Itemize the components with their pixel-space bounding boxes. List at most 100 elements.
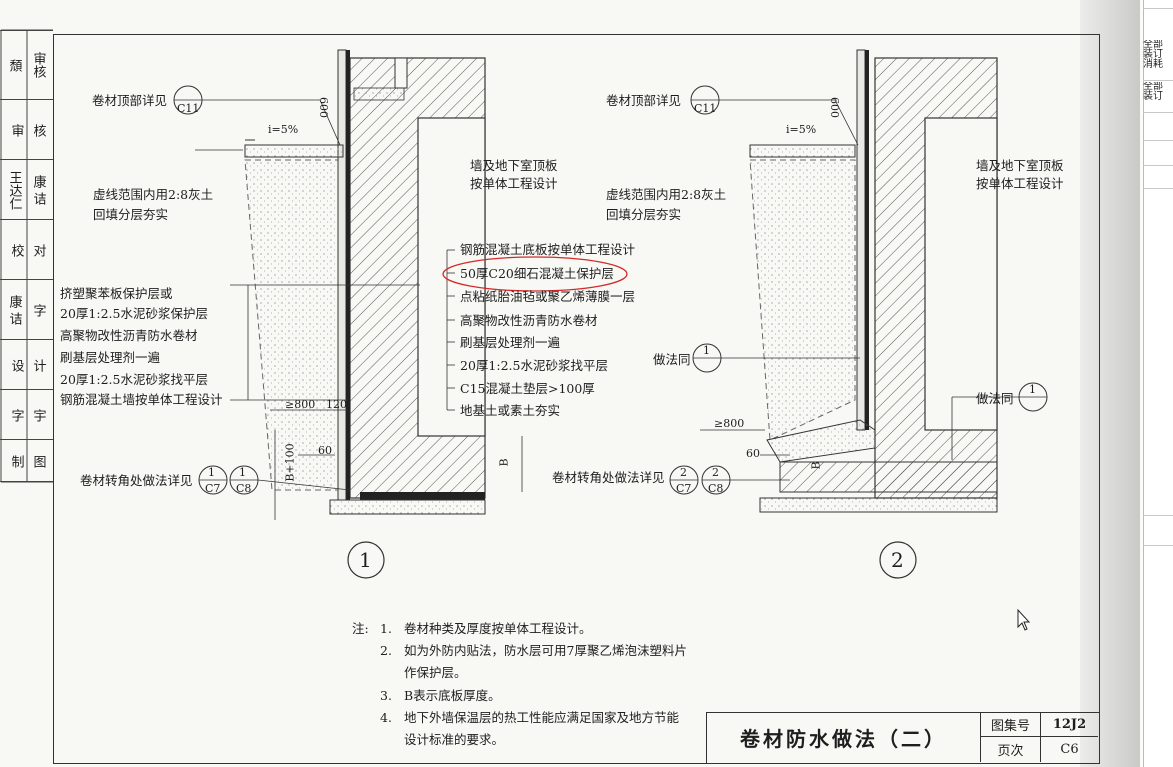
dim-b: B [497,458,511,467]
mouse-pointer-icon [1017,608,1031,631]
dim-600: 600 [317,97,330,118]
page-value: C6 [1060,742,1079,757]
backfill-note: 虚线范围内用2:8灰土 [606,187,727,202]
side-panel-divider [1143,188,1173,189]
side-panel-text: 全部 [1143,82,1163,92]
atlas-value: 12J2 [1041,713,1098,737]
wall-layer-label: 高聚物改性沥青防水卷材 [60,328,198,343]
side-panel-cell[interactable]: 全部 装订 [1143,82,1173,113]
floor-layer-label: 20厚1:2.5水泥砂浆找平层 [460,358,608,373]
drawing-frame [53,34,1100,764]
drawing-canvas [0,29,1048,631]
top-ref-label: 卷材顶部详见 [92,93,168,108]
wall-layer-label: 20厚1:2.5水泥砂浆保护层 [60,306,208,321]
corner-ref-num: 1 [208,466,215,479]
note-text: 如为外防内贴法，防水层可用7厚聚乙烯泡沫塑料片 [404,643,687,658]
dim-120: 120 [326,398,347,411]
strip-cell: 审 [8,123,24,137]
top-ref-label: 卷材顶部详见 [606,93,682,108]
signature-strip: 頹 审核 审 核 王达仁 康 诘 校 对 康 诘 字 设 计 字 宇 制 图 [0,30,53,482]
dim-b: B [809,461,823,470]
top-ref-code: C11 [694,102,717,115]
layer-leader-lines [446,249,455,411]
corner-ref-code: C7 [676,482,692,495]
side-panel-cell[interactable]: 全部 装订 消耗 [1143,40,1173,81]
detail-2-drawing [669,49,1048,579]
slope-label: i=5% [786,123,817,136]
strip-cell: 康 诘 [6,294,22,326]
corner-ref-num: 2 [712,466,719,479]
dim-60: 60 [318,444,332,457]
same-as-label: 做法同 [653,352,691,367]
corner-ref-label: 卷材转角处做法详见 [80,473,193,488]
detail-number: 2 [891,548,904,572]
wall-layer-label: 钢筋混凝土墙按单体工程设计 [60,392,223,407]
strip-cell: 设 [8,358,24,372]
floor-layer-label: 地基土或素土夯实 [460,403,561,418]
side-panel-text: 全部 [1143,40,1163,50]
wall-layer-label: 20厚1:2.5水泥砂浆找平层 [60,372,208,387]
strip-cell: 宇 [30,408,46,422]
corner-ref-code: C7 [205,482,221,495]
highlight-oval [442,256,628,292]
same-as-num: 1 [703,344,710,357]
detail-1-drawing [173,49,523,579]
strip-cell: 字 [8,408,24,422]
wall-layer-label: 刷基层处理剂一遍 [60,350,161,365]
top-ref-code: C11 [177,102,200,115]
corner-ref-code: C8 [236,482,252,495]
scan-edge-shadow [1080,0,1140,767]
floor-layer-label: 50厚C20细石混凝土保护层 [460,266,614,281]
note-number: 2. [380,643,392,658]
strip-cell: 頹 [6,58,22,72]
strip-cell: 字 [30,303,46,317]
corner-ref-label: 卷材转角处做法详见 [552,470,665,485]
side-panel-divider [1143,165,1173,166]
note-text: 地下外墙保温层的热工性能应满足国家及地方节能 [404,710,680,725]
note-text: 卷材种类及厚度按单体工程设计。 [404,621,592,636]
backfill-note: 回填分层夯实 [606,207,682,222]
strip-cell: 校 [8,243,24,257]
dim-800: ≥800 [285,398,316,411]
note-text: B表示底板厚度。 [404,688,501,703]
wall-layer-label: 挤塑聚苯板保护层或 [60,286,173,301]
corner-ref-code: C8 [708,482,724,495]
corner-ref-num: 2 [680,466,687,479]
floor-layer-label: 钢筋混凝土底板按单体工程设计 [460,242,636,257]
backfill-note: 虚线范围内用2:8灰土 [93,187,214,202]
side-panel-divider [1143,545,1173,546]
strip-cell: 对 [30,243,46,257]
side-panel-divider [1143,515,1173,516]
strip-cell: 康 诘 [30,174,46,206]
note-text: 设计标准的要求。 [404,732,505,747]
floor-layer-label: 高聚物改性沥青防水卷材 [460,313,598,328]
strip-cell: 审核 [30,52,46,78]
floor-layer-label: 点粘纸胎油毡或聚乙烯薄膜一层 [460,289,636,304]
side-panel-text: 消耗 [1143,59,1163,70]
dim-600: 600 [828,97,841,118]
wall-roof-note: 墙及地下室顶板 [470,158,558,173]
slope-label: i=5% [268,123,299,136]
strip-cell: 制 [8,454,24,468]
same-as-num: 1 [1029,383,1036,396]
dim-60: 60 [746,447,760,460]
strip-cell: 王达仁 [6,170,22,210]
side-panel [1143,0,1173,767]
notes-prefix: 注: [352,621,369,636]
atlas-label: 图集号 [981,713,1041,737]
drawing-title: 卷材防水做法（二） [707,713,981,762]
floor-layer-label: 刷基层处理剂一遍 [460,335,561,350]
title-block: 卷材防水做法（二） 图集号 12J2 页次 C6 [706,712,1100,764]
note-text: 作保护层。 [404,665,467,680]
side-panel-divider [1143,8,1173,9]
dim-800: ≥800 [714,417,745,430]
strip-cell: 计 [30,358,46,372]
note-number: 3. [380,688,392,703]
wall-roof-note: 墙及地下室顶板 [976,158,1064,173]
note-number: 4. [380,710,392,725]
corner-ref-num: 1 [239,466,246,479]
note-number: 1. [380,621,392,636]
side-panel-text: 装订 [1143,49,1163,60]
wall-roof-note: 按单体工程设计 [976,176,1064,191]
strip-cell: 核 [30,123,46,137]
